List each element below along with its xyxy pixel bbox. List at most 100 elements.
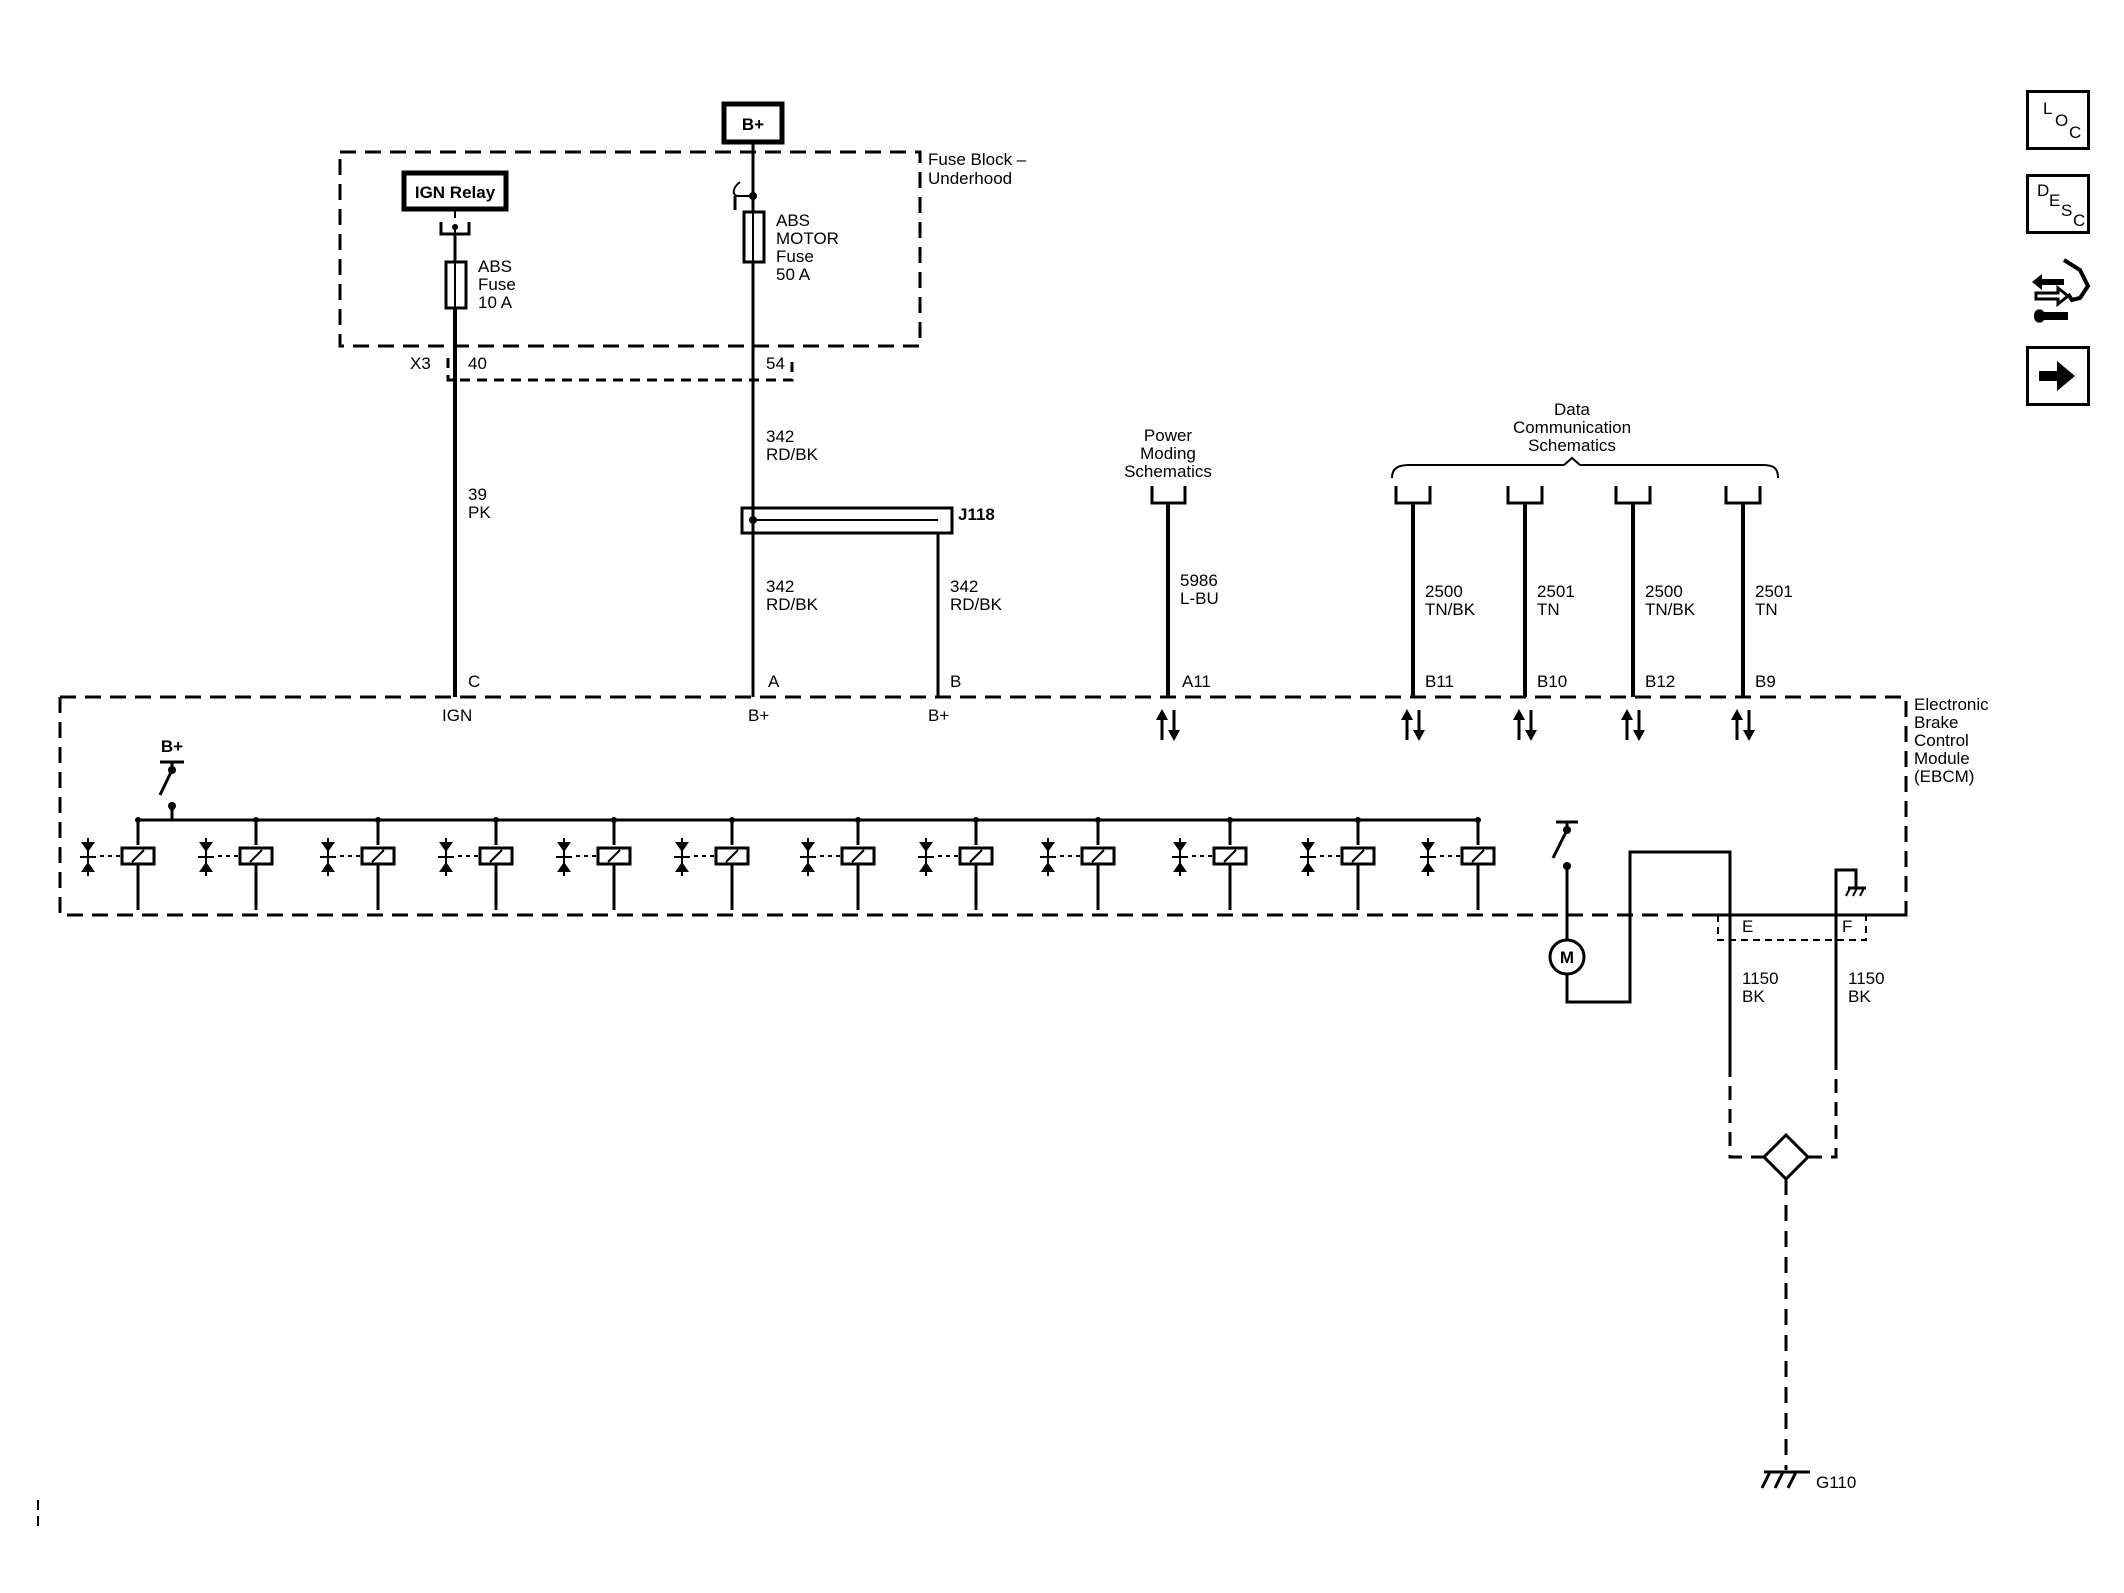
ebcm-label-line1: Electronic <box>1914 695 1989 714</box>
solenoid-valve <box>80 817 156 910</box>
loc-letter-o: O <box>2055 111 2069 130</box>
abs-motor-fuse-line1: ABS <box>776 211 810 230</box>
loc-letter-c: C <box>2069 123 2082 142</box>
splice-j118-label: J118 <box>958 505 995 524</box>
desc-letter-e: E <box>2049 191 2061 210</box>
wire-5986-circuit: 5986 <box>1180 571 1218 590</box>
fuse-block-underhood: Fuse Block – Underhood <box>338 150 1027 348</box>
wire-1150-e-color: BK <box>1742 987 1765 1006</box>
bidirectional-arrow-icon <box>1401 709 1425 741</box>
solenoid-valve <box>1300 817 1376 910</box>
motor-symbol: M <box>1560 948 1574 967</box>
data-comm-line1: Data <box>1554 400 1590 419</box>
battery-positive-label: B+ <box>742 115 764 134</box>
diode-icon <box>674 838 690 876</box>
diode-icon <box>320 838 336 876</box>
ground-return: G110 <box>1728 1063 1856 1492</box>
ebcm-label-line5: (EBCM) <box>1914 767 1974 786</box>
pin-a-func: B+ <box>748 706 769 725</box>
wire-1150-f-circuit: 1150 <box>1848 969 1885 988</box>
pin-a11-label: A11 <box>1182 672 1211 691</box>
connector-end-view-icon[interactable] <box>2028 254 2092 330</box>
wire-2500-2-circuit: 2500 <box>1645 582 1683 601</box>
arrow-right-icon <box>2039 361 2075 391</box>
abs-fuse-line2: Fuse <box>478 275 516 294</box>
data-communication-reference: Data Communication Schematics 2500 TN/BK… <box>1391 400 1793 697</box>
battery-positive-box: B+ <box>721 101 785 145</box>
diode-icon <box>198 838 214 876</box>
bidirectional-arrow-icon <box>1621 709 1645 741</box>
wire-1150-f-color: BK <box>1848 987 1871 1006</box>
solenoid-valve <box>198 817 274 910</box>
relay-contact-icon <box>439 222 471 236</box>
pin-c-label: C <box>468 672 480 691</box>
bidirectional-arrows <box>1156 709 1755 741</box>
wire-342-top-circuit: 342 <box>766 427 794 446</box>
pin-54-label: 54 <box>766 354 785 373</box>
desc-letter-s: S <box>2061 201 2073 220</box>
pin-b10-label: B10 <box>1537 672 1567 691</box>
solenoid-valve <box>556 817 632 910</box>
abs-motor-fuse-50a: ABS MOTOR Fuse 50 A <box>732 142 839 284</box>
internal-bplus-label: B+ <box>161 737 183 756</box>
data-comm-line3: Schematics <box>1528 436 1616 455</box>
pin-b-label: B <box>950 672 961 691</box>
ign-relay-label: IGN Relay <box>415 183 496 202</box>
connector-x3: X3 40 54 <box>410 354 794 382</box>
pin-e-label: E <box>1742 917 1753 936</box>
solenoid-valve <box>1172 817 1248 910</box>
wire-2501-2-circuit: 2501 <box>1755 582 1793 601</box>
power-moding-line3: Schematics <box>1124 462 1212 481</box>
abs-fuse-line3: 10 A <box>478 293 513 312</box>
wire-5986-color: L-BU <box>1180 589 1219 608</box>
next-page-button[interactable] <box>2026 346 2090 406</box>
wire-342-a-circuit: 342 <box>766 577 794 596</box>
pin-b12-label: B12 <box>1645 672 1675 691</box>
wire-342-b-color: RD/BK <box>950 595 1003 614</box>
abs-motor-fuse-line4: 50 A <box>776 265 811 284</box>
diode-icon <box>80 838 96 876</box>
desc-button[interactable]: D E S C <box>2026 174 2090 234</box>
pin-f-label: F <box>1842 917 1852 936</box>
wire-342-b-circuit: 342 <box>950 577 978 596</box>
wire-2501-1-circuit: 2501 <box>1537 582 1575 601</box>
ebcm-label-line2: Brake <box>1914 713 1958 732</box>
pin-c-func: IGN <box>442 706 472 725</box>
bidirectional-arrow-icon <box>1731 709 1755 741</box>
wire-2500-2-color: TN/BK <box>1645 600 1696 619</box>
fuse-block-label-line1: Fuse Block – <box>928 150 1027 169</box>
power-moding-line1: Power <box>1144 426 1193 445</box>
wire-2501-2-color: TN <box>1755 600 1778 619</box>
solenoid-valve <box>1040 817 1116 910</box>
diode-icon <box>556 838 572 876</box>
pin-a-label: A <box>768 672 780 691</box>
wire-2500-1-color: TN/BK <box>1425 600 1476 619</box>
solenoid-valve <box>800 817 876 910</box>
connector-icon-graphic <box>2032 258 2091 323</box>
ebcm-label-line3: Control <box>1914 731 1969 750</box>
wire-2501-1-color: TN <box>1537 600 1560 619</box>
solenoid-valve <box>918 817 994 910</box>
wire-342-a-color: RD/BK <box>766 595 819 614</box>
diode-icon <box>1172 838 1188 876</box>
bidirectional-arrow-icon <box>1156 709 1180 741</box>
diode-icon <box>800 838 816 876</box>
ground-g110-label: G110 <box>1816 1473 1856 1492</box>
loc-letter-l: L <box>2043 99 2053 118</box>
diode-icon <box>1300 838 1316 876</box>
pump-motor: M <box>1548 820 1732 1063</box>
wire-1150-e-circuit: 1150 <box>1742 969 1779 988</box>
diode-icon <box>1420 838 1436 876</box>
loc-button[interactable]: L O C <box>2026 90 2090 150</box>
pin-40-label: 40 <box>468 354 487 373</box>
power-moding-line2: Moding <box>1140 444 1196 463</box>
desc-letter-c: C <box>2073 211 2086 230</box>
diode-icon <box>438 838 454 876</box>
desc-letter-d: D <box>2037 181 2050 200</box>
solenoid-valve <box>438 817 514 910</box>
diode-icon <box>918 838 934 876</box>
wire-39-circuit: 39 <box>468 485 487 504</box>
pin-b11-label: B11 <box>1425 672 1454 691</box>
wire-2500-1-circuit: 2500 <box>1425 582 1463 601</box>
